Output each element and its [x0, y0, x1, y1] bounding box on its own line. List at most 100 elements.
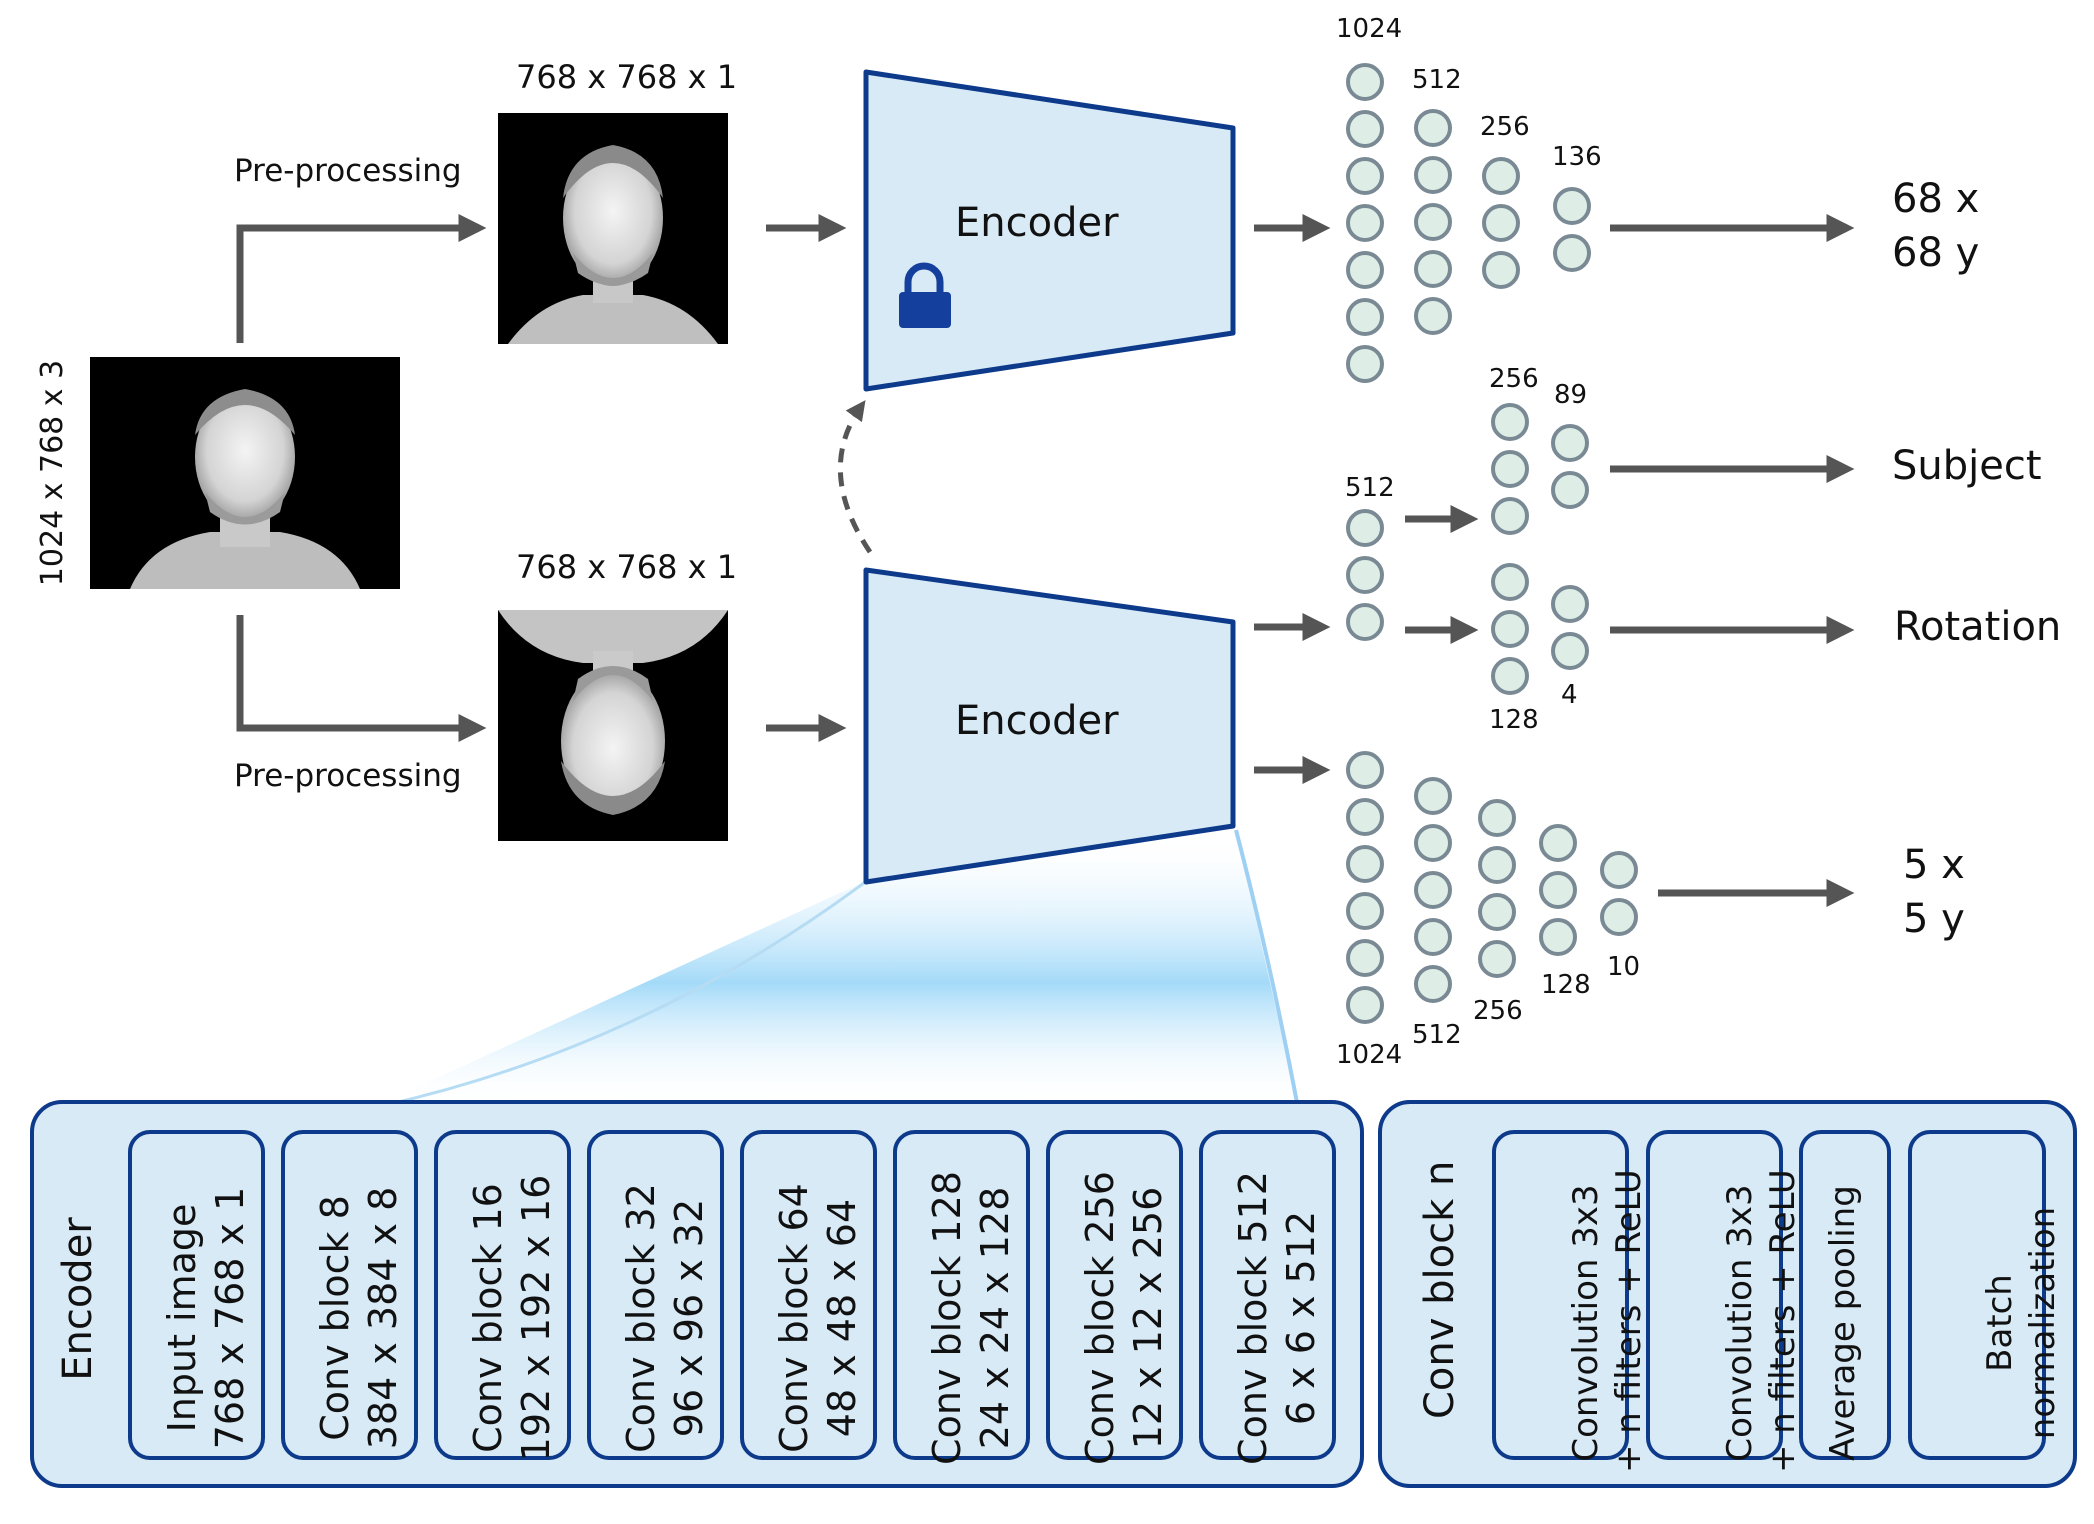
top-preprocessing-label: Pre-processing [234, 153, 462, 189]
encoder-block-box [128, 1130, 265, 1460]
encoder-expansion-fan [372, 830, 1298, 1108]
head-5-neuron [1539, 824, 1577, 862]
head-5-neuron [1600, 898, 1638, 936]
head-rotation-neuron [1491, 563, 1529, 601]
encoder-panel-title: Encoder [55, 1217, 101, 1381]
head-5-neuron [1346, 892, 1384, 930]
layer-label-68-1024: 1024 [1336, 14, 1403, 44]
layer-label-68-512: 512 [1412, 65, 1462, 95]
head-68-neuron [1346, 345, 1384, 383]
encoder-top-label: Encoder [955, 200, 1119, 246]
head-shared-neuron [1346, 556, 1384, 594]
head-5-neuron [1478, 893, 1516, 931]
top-branch-connector [236, 214, 487, 343]
head-68-neuron [1414, 156, 1452, 194]
head-5-neuron [1478, 940, 1516, 978]
head-subject-neuron [1491, 450, 1529, 488]
convblock-label-2: Average pooling [1823, 1185, 1863, 1461]
neuron-layers [1346, 63, 1638, 1024]
head-68-neuron [1414, 297, 1452, 335]
output-68y-label: 68 y [1892, 230, 1980, 276]
head-rotation-neuron [1491, 657, 1529, 695]
head-5-neuron [1539, 871, 1577, 909]
encoder-block-box [893, 1130, 1030, 1460]
layer-label-68-256: 256 [1480, 112, 1530, 142]
panel-blocks [128, 1130, 2046, 1460]
layer-label-subject-89: 89 [1554, 380, 1588, 410]
encoder-bottom-shape [863, 567, 1236, 885]
input-dims-label: 1024 x 768 x 3 [35, 359, 70, 587]
output-5x-label: 5 x [1903, 842, 1965, 888]
head-5-neuron [1414, 824, 1452, 862]
preprocessed-image-top [498, 113, 728, 344]
convblock-step-box [1908, 1130, 2046, 1460]
head-subject-neuron [1491, 497, 1529, 535]
layer-label-rotation-4: 4 [1561, 680, 1578, 710]
head-68-neuron [1346, 298, 1384, 336]
encoder-block-box [740, 1130, 877, 1460]
head-5-neuron [1346, 845, 1384, 883]
convblock-step-box [1646, 1130, 1783, 1460]
weight-sharing-arrow [837, 400, 873, 554]
head-5-neuron [1478, 799, 1516, 837]
convblock-label-1: Convolution 3x3+ n filters + ReLU [1720, 1169, 1803, 1473]
head-68-neuron [1346, 63, 1384, 101]
layer-label-subject-256: 256 [1489, 364, 1539, 394]
output-rotation-label: Rotation [1894, 604, 2062, 650]
output-5y-label: 5 y [1903, 896, 1965, 942]
head-68-neuron [1553, 234, 1591, 272]
encoder-top-shape [863, 69, 1236, 392]
head-5-neuron [1346, 798, 1384, 836]
head-68-neuron [1482, 157, 1520, 195]
head-68-neuron [1346, 110, 1384, 148]
head-68-neuron [1482, 204, 1520, 242]
head-68-neuron [1414, 203, 1452, 241]
head-rotation-neuron [1491, 610, 1529, 648]
head-5-neuron [1539, 918, 1577, 956]
convblock-label-0: Convolution 3x3+ n filters + ReLU [1566, 1169, 1649, 1473]
head-5-neuron [1414, 965, 1452, 1003]
top-image-dims-label: 768 x 768 x 1 [516, 58, 738, 96]
convblock-panel-title: Conv block n [1417, 1160, 1463, 1419]
head-5-neuron [1346, 751, 1384, 789]
bottom-image-dims-label: 768 x 768 x 1 [516, 548, 738, 586]
head-5-neuron [1414, 918, 1452, 956]
head-shared-neuron [1346, 509, 1384, 547]
encoder-block-box [587, 1130, 724, 1460]
head-5-neuron [1346, 939, 1384, 977]
head-shared-neuron [1346, 603, 1384, 641]
layer-label-shared-512: 512 [1345, 473, 1395, 503]
fan-edge-right [1234, 829, 1300, 1109]
layer-label-5-512: 512 [1412, 1020, 1462, 1050]
layer-label-5-10: 10 [1607, 952, 1641, 982]
encoder-block-box [434, 1130, 571, 1460]
layer-label-5-128: 128 [1541, 970, 1591, 1000]
head-5-neuron [1414, 871, 1452, 909]
head-subject-neuron [1551, 471, 1589, 509]
head-rotation-neuron [1551, 585, 1589, 623]
lock-icon [899, 262, 951, 328]
head-68-neuron [1346, 251, 1384, 289]
convblock-step-box [1492, 1130, 1629, 1460]
head-subject-neuron [1551, 424, 1589, 462]
fan-edge-left [371, 878, 869, 1110]
head-rotation-neuron [1551, 632, 1589, 670]
head-5-neuron [1346, 986, 1384, 1024]
layer-label-5-1024: 1024 [1336, 1040, 1403, 1070]
layer-label-rotation-128: 128 [1489, 705, 1539, 735]
layer-label-5-256: 256 [1473, 996, 1523, 1026]
layer-label-68-136: 136 [1552, 142, 1602, 172]
preprocessed-image-bottom-rotated [498, 610, 728, 841]
bottom-branch-connector [236, 615, 487, 742]
head-68-neuron [1414, 109, 1452, 147]
head-68-neuron [1346, 204, 1384, 242]
